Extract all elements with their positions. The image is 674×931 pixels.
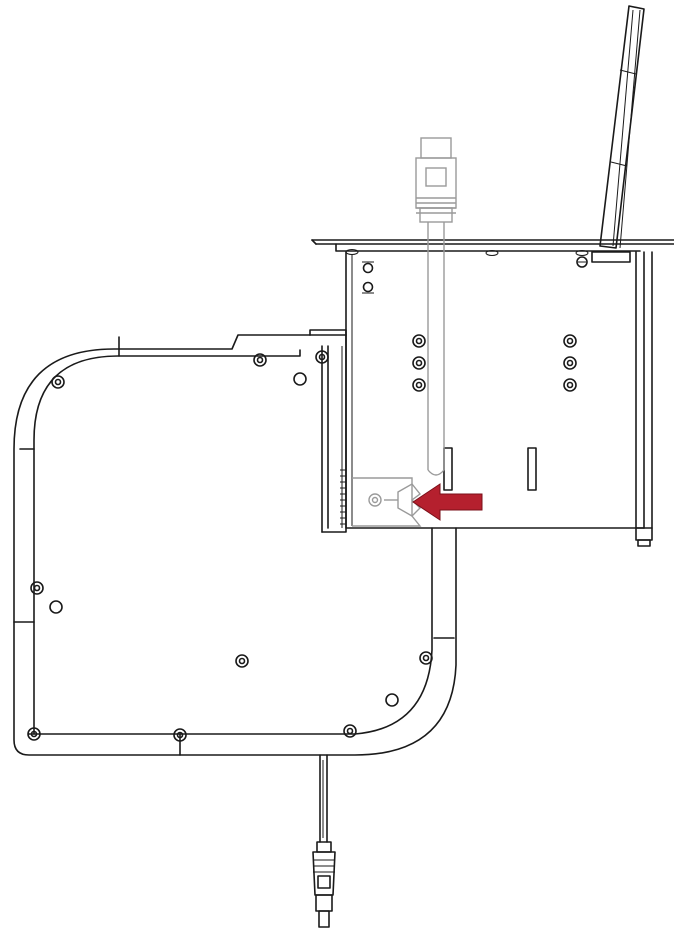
right-to-left-arrow-icon — [412, 483, 483, 521]
screw-icon — [412, 334, 426, 348]
screw-icon — [27, 727, 41, 741]
left-bracket — [362, 261, 374, 294]
screw-icon — [412, 378, 426, 392]
ghost-connector — [415, 137, 457, 476]
ghost-clip — [352, 477, 422, 527]
screw-icon — [51, 375, 65, 389]
slot-left — [443, 447, 453, 491]
main-box — [345, 251, 653, 547]
screw-icon — [30, 581, 44, 595]
slot-right — [527, 447, 537, 491]
screw-icon — [253, 353, 267, 367]
screw-icon — [419, 651, 433, 665]
screw-icon — [343, 724, 357, 738]
frame-screws — [27, 350, 433, 742]
screw-stack-left — [412, 334, 426, 392]
screw-stack-right — [563, 334, 577, 392]
screw-icon — [563, 334, 577, 348]
screw-icon — [412, 356, 426, 370]
screw-icon — [563, 356, 577, 370]
screw-icon — [563, 378, 577, 392]
screw-icon — [235, 654, 249, 668]
bottom-cable-plug — [312, 754, 336, 928]
lid-arm — [599, 5, 645, 249]
screw-icon — [315, 350, 329, 364]
frame-holes — [49, 372, 399, 707]
screw-icon — [173, 728, 187, 742]
cable-tray-frame — [13, 329, 457, 756]
